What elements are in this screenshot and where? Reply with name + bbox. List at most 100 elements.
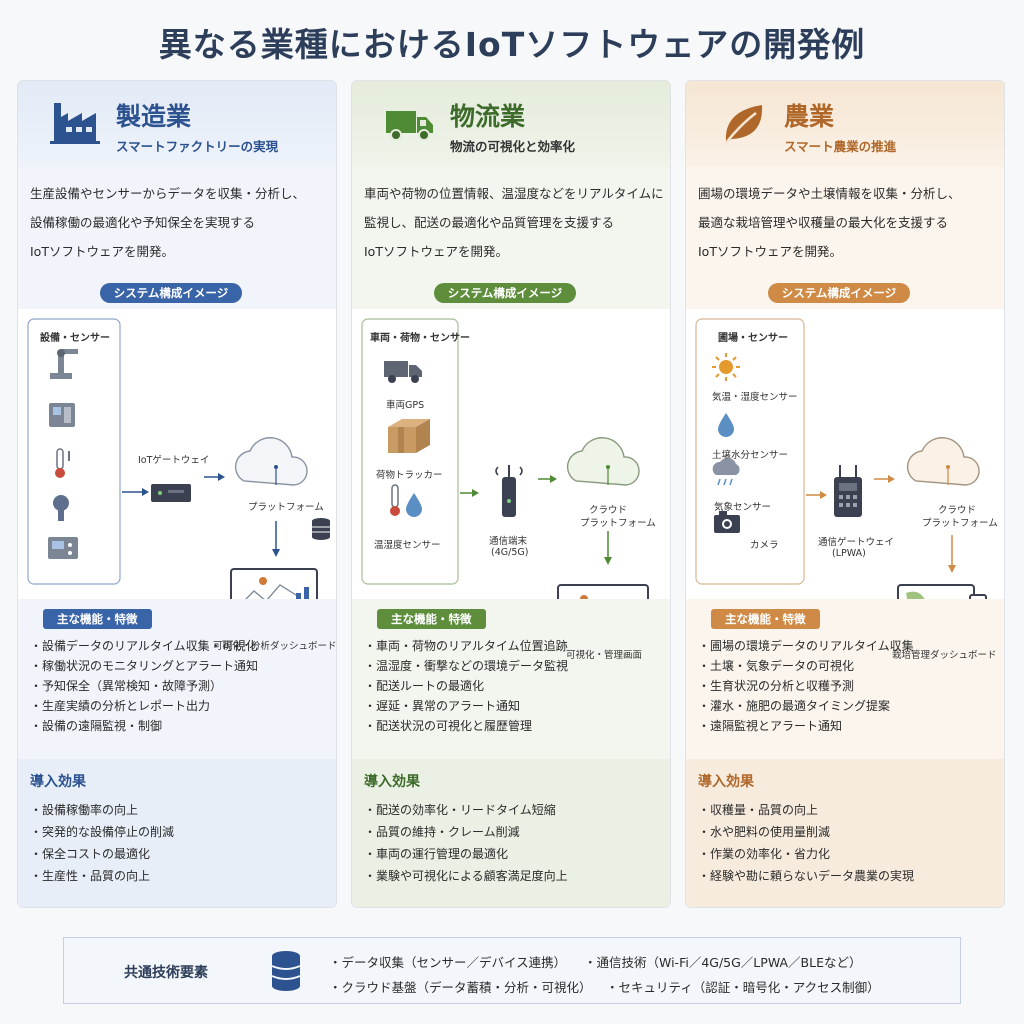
gateway-label: 通信端末: [489, 536, 528, 547]
effects-list: ・設備稼働率の向上 ・突発的な設備停止の削減 ・保全コストの最適化 ・生産性・品…: [30, 799, 174, 887]
list-item: ・配送の効率化・リードタイム短縮: [364, 803, 556, 817]
list-item: ・遅延・異常のアラート通知: [364, 699, 521, 713]
features-label: 主な機能・特徴: [711, 609, 820, 629]
feature-list: ・圃場の環境データのリアルタイム収集 ・土壌・気象データの可視化 ・生育状況の分…: [698, 636, 998, 736]
effects-title: 導入効果: [30, 774, 86, 790]
database-icon: [312, 518, 330, 540]
list-item: ・配送状況の可視化と履歴管理: [364, 719, 533, 733]
group-title: 設備・センサー: [40, 333, 110, 344]
truck-small-icon: [384, 361, 422, 383]
common-item: ・クラウド基盤（データ蓄積・分析・可視化）: [329, 980, 592, 995]
features-label: 主な機能・特徴: [377, 609, 486, 629]
list-item: ・温湿度・衝撃などの環境データ監視: [364, 659, 569, 673]
cloud-icon: [234, 437, 308, 486]
common-technology-box: 共通技術要素 ・データ収集（センサー／デバイス連携） ・通信技術（Wi-Fi／4…: [63, 937, 961, 1004]
gateway-label: 通信ゲートウェイ: [818, 537, 895, 548]
list-item: ・生産性・品質の向上: [30, 869, 151, 883]
diagram-graphics: [27, 318, 330, 599]
lpwa-gateway-icon: [834, 465, 862, 517]
diagram-graphics: [361, 318, 649, 599]
effects-section: 導入効果 ・設備稼働率の向上 ・突発的な設備停止の削減 ・保全コストの最適化 ・…: [18, 759, 336, 907]
water-drop-icon: [406, 493, 422, 517]
list-item: ・業験や可視化による顧客満足度向上: [364, 869, 568, 883]
cloud-label: クラウド: [589, 505, 628, 516]
leaf-icon: [725, 105, 763, 144]
sensor-label: カメラ: [750, 540, 779, 551]
list-item: ・生育状況の分析と収穫予測: [698, 679, 855, 693]
thermometer-icon: [390, 484, 400, 516]
column-subtitle: 物流の可視化と効率化: [450, 139, 576, 154]
cultivation-dashboard-icon: [897, 584, 987, 599]
gateway-sub-label: (4G/5G): [491, 547, 529, 558]
column-agriculture: 農業 スマート農業の推進 圃場の環境データや土壌情報を収集・分析し、 最適な栽培…: [685, 80, 1005, 908]
sensor-label: 土壌水分センサー: [712, 450, 789, 461]
list-item: ・圃場の環境データのリアルタイム収集: [698, 639, 914, 653]
cloud-sub-label: プラットフォーム: [922, 518, 998, 529]
vibration-sensor-icon: [53, 495, 69, 521]
list-item: ・車両・荷物のリアルタイム位置追跡: [364, 639, 568, 653]
column-manufacturing: 製造業 スマートファクトリーの実現 生産設備やセンサーからデータを収集・分析し、…: [17, 80, 337, 908]
cloud-icon: [566, 437, 640, 486]
truck-icon: [386, 111, 433, 141]
effects-section: 導入効果 ・収穫量・品質の向上 ・水や肥料の使用量削減 ・作業の効率化・省力化 …: [686, 759, 1004, 907]
camera-icon: [714, 511, 740, 533]
system-label: システム構成イメージ: [434, 283, 576, 303]
feature-list: ・設備データのリアルタイム収集・可視化 ・稼働状況のモニタリングとアラート通知 …: [30, 636, 330, 736]
robot-arm-icon: [50, 349, 78, 379]
communication-terminal-icon: [495, 465, 523, 517]
cloud-label: クラウド: [938, 505, 977, 516]
cloud-sub-label: プラットフォーム: [580, 518, 656, 529]
cloud-icon: [906, 437, 980, 486]
column-header: 物流業 物流の可視化と効率化: [352, 81, 670, 167]
list-item: ・配送ルートの最適化: [364, 679, 485, 693]
list-item: ・生産実績の分析とレポート出力: [30, 699, 211, 713]
column-header: 製造業 スマートファクトリーの実現: [18, 81, 336, 167]
list-item: ・土壌・気象データの可視化: [698, 659, 855, 673]
list-item: ・稼働状況のモニタリングとアラート通知: [30, 659, 259, 673]
weather-icon: [712, 457, 740, 486]
column-title: 物流業: [450, 102, 526, 131]
sensor-label: 気象センサー: [714, 502, 772, 513]
column-logistics: 物流業 物流の可視化と効率化 車両や荷物の位置情報、温湿度などをリアルタイムに …: [351, 80, 671, 908]
system-label: システム構成イメージ: [100, 283, 242, 303]
column-description: 圃場の環境データや土壌情報を収集・分析し、 最適な栽培管理や収穫量の最大化を支援…: [698, 186, 961, 259]
system-label: システム構成イメージ: [768, 283, 910, 303]
list-item: ・予知保全（異常検知・故障予測）: [30, 679, 223, 693]
dashboard-monitor-icon: [230, 568, 318, 599]
list-item: ・遠隔監視とアラート通知: [698, 719, 843, 733]
factory-icon: [50, 103, 100, 144]
machine-controller-icon: [48, 537, 78, 559]
control-panel-icon: [49, 403, 75, 427]
effects-title: 導入効果: [364, 774, 420, 790]
column-title: 製造業: [116, 102, 192, 131]
gateway-sub-label: (LPWA): [832, 548, 866, 559]
common-item: ・データ収集（センサー／デバイス連携）: [329, 955, 567, 970]
package-icon: [388, 419, 430, 453]
gateway-label: IoTゲートウェイ: [138, 455, 210, 466]
list-item: ・品質の維持・クレーム削減: [364, 825, 520, 839]
common-item: ・通信技術（Wi-Fi／4G/5G／LPWA／BLEなど）: [584, 955, 862, 970]
list-item: ・灌水・施肥の最適タイミング提案: [698, 699, 891, 713]
group-title: 圃場・センサー: [718, 333, 788, 344]
effects-section: 導入効果 ・配送の効率化・リードタイム短縮 ・品質の維持・クレーム削減 ・車両の…: [352, 759, 670, 907]
list-item: ・水や肥料の使用量削減: [698, 825, 831, 839]
management-screen-icon: [557, 584, 649, 599]
thermometer-icon: [55, 448, 70, 478]
system-diagram: 車両・荷物・センサー 車両GPS 荷物トラッカー 温湿度センサー 通信端末 (4…: [352, 309, 670, 661]
page-title: 異なる業種におけるIoTソフトウェアの開発例: [158, 25, 866, 64]
list-item: ・収穫量・品質の向上: [698, 803, 819, 817]
list-item: ・突発的な設備停止の削減: [30, 825, 175, 839]
effects-title: 導入効果: [698, 774, 754, 790]
list-item: ・設備稼働率の向上: [30, 803, 139, 817]
column-subtitle: スマート農業の推進: [784, 139, 897, 154]
dashboard-label: 可視化・分析ダッシュボード: [213, 641, 337, 652]
column-header: 農業 スマート農業の推進: [686, 81, 1004, 167]
database-icon: [271, 951, 301, 991]
cloud-label: プラットフォーム: [248, 502, 324, 513]
column-subtitle: スマートファクトリーの実現: [116, 139, 279, 154]
system-diagram: 設備・センサー IoTゲートウェイ プラットフォーム 可視化・分析ダッシュボード: [18, 309, 336, 652]
sensor-label: 荷物トラッカー: [376, 470, 443, 481]
water-drop-icon: [718, 413, 734, 437]
gateway-icon: [151, 484, 191, 502]
sensor-label: 車両GPS: [386, 400, 425, 411]
